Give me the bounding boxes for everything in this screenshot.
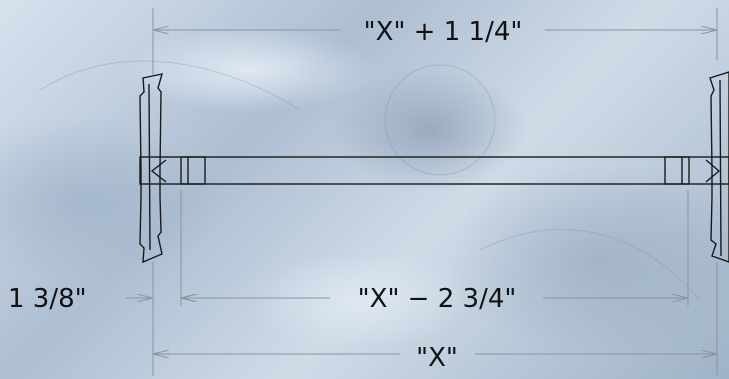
right-end-fitting <box>664 156 721 185</box>
dimension-middle: "X" − 2 3/4" <box>181 284 688 314</box>
left-end-fitting <box>150 156 206 185</box>
dimension-top: "X" + 1 1/4" <box>153 17 717 47</box>
left-wall <box>139 73 163 264</box>
background-photo <box>39 60 701 301</box>
dimension-side: 1 3/8" <box>8 284 208 314</box>
dimension-label-side: 1 3/8" <box>8 284 87 314</box>
extension-lines <box>152 8 718 376</box>
dimension-bottom: "X" <box>153 343 717 373</box>
dimension-label-middle: "X" − 2 3/4" <box>358 284 517 314</box>
right-wall <box>709 71 729 263</box>
dimension-label-bottom: "X" <box>416 343 458 373</box>
shaft <box>139 156 729 185</box>
dimension-label-top: "X" + 1 1/4" <box>364 17 523 47</box>
